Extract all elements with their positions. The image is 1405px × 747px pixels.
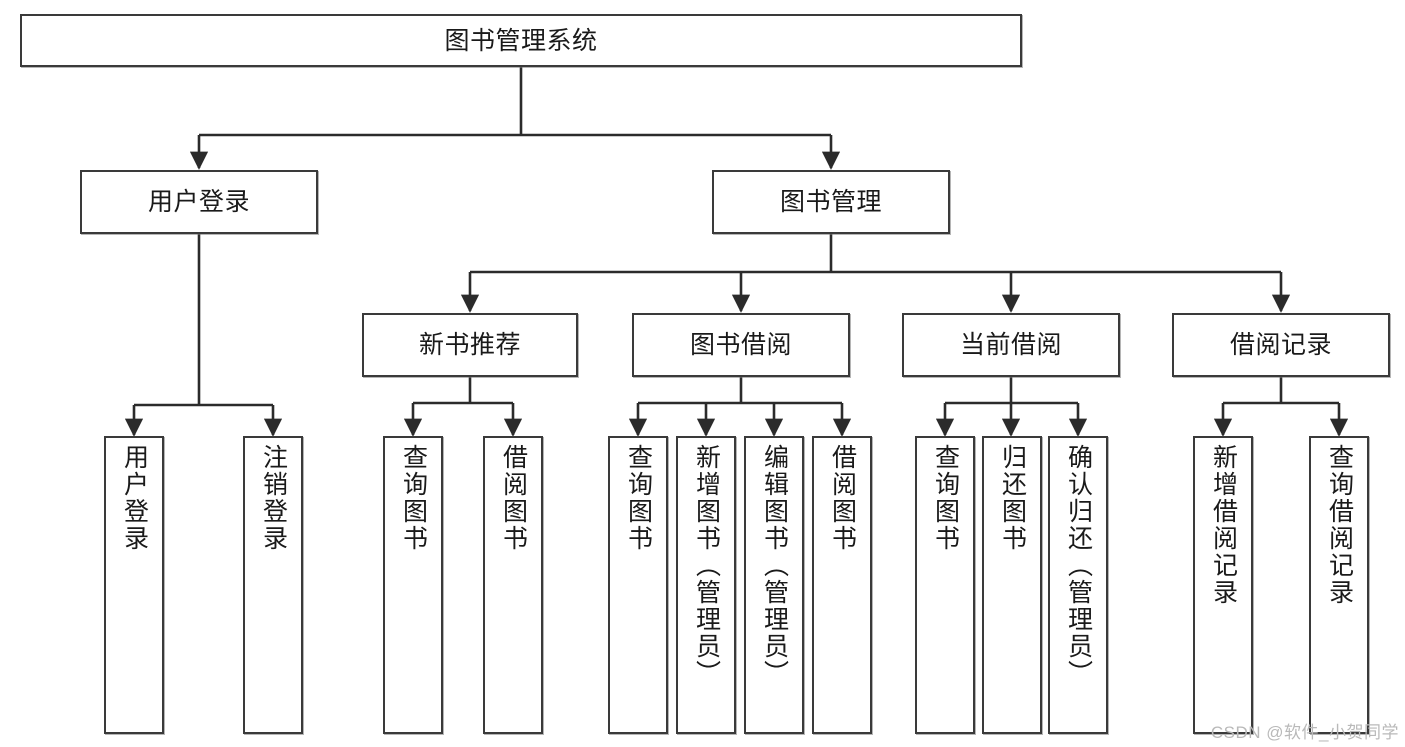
node-label: 查询图书	[399, 444, 428, 552]
node-label: 当前借阅	[959, 331, 1062, 359]
leaf-borrow-record-add[interactable]: 新增借阅记录	[1193, 436, 1253, 734]
csdn-watermark: CSDN @软件_小贺同学	[1210, 723, 1399, 742]
leaf-current-borrow-return[interactable]: 归还图书	[982, 436, 1042, 734]
node-root-book-management-system[interactable]: 图书管理系统	[20, 14, 1022, 67]
node-book-borrow[interactable]: 图书借阅	[632, 313, 850, 377]
leaf-book-borrow-query[interactable]: 查询图书	[608, 436, 668, 734]
node-label: 用户登录	[147, 188, 250, 216]
node-label: 新书推荐	[418, 331, 521, 359]
node-label: 借阅图书	[828, 444, 857, 552]
leaf-new-book-borrow[interactable]: 借阅图书	[483, 436, 543, 734]
node-book-management[interactable]: 图书管理	[712, 170, 950, 234]
node-label: 图书借阅	[689, 331, 792, 359]
node-label: 图书管理	[779, 188, 882, 216]
leaf-new-book-query[interactable]: 查询图书	[383, 436, 443, 734]
node-current-borrow[interactable]: 当前借阅	[902, 313, 1120, 377]
node-label: 归还图书	[998, 444, 1027, 552]
leaf-borrow-record-query[interactable]: 查询借阅记录	[1309, 436, 1369, 734]
node-new-book-recommend[interactable]: 新书推荐	[362, 313, 578, 377]
node-label: 查询图书	[624, 444, 653, 552]
node-label: 确认归还（管理员）	[1064, 444, 1093, 687]
leaf-book-borrow-edit-admin[interactable]: 编辑图书（管理员）	[744, 436, 804, 734]
leaf-user-login-logout[interactable]: 注销登录	[243, 436, 303, 734]
node-label: 图书管理系统	[444, 26, 598, 55]
leaf-book-borrow-add-admin[interactable]: 新增图书（管理员）	[676, 436, 736, 734]
node-label: 借阅图书	[499, 444, 528, 552]
leaf-book-borrow-borrow[interactable]: 借阅图书	[812, 436, 872, 734]
node-label: 编辑图书（管理员）	[760, 444, 789, 687]
leaf-current-borrow-query[interactable]: 查询图书	[915, 436, 975, 734]
node-label: 新增借阅记录	[1209, 444, 1238, 606]
node-label: 查询图书	[931, 444, 960, 552]
leaf-current-borrow-confirm-admin[interactable]: 确认归还（管理员）	[1048, 436, 1108, 734]
node-user-login[interactable]: 用户登录	[80, 170, 318, 234]
node-borrow-record[interactable]: 借阅记录	[1172, 313, 1390, 377]
node-label: 用户登录	[120, 444, 149, 552]
leaf-user-login-login[interactable]: 用户登录	[104, 436, 164, 734]
node-label: 借阅记录	[1229, 331, 1332, 359]
node-label: 新增图书（管理员）	[692, 444, 721, 687]
node-label: 注销登录	[259, 444, 288, 552]
node-label: 查询借阅记录	[1325, 444, 1354, 606]
